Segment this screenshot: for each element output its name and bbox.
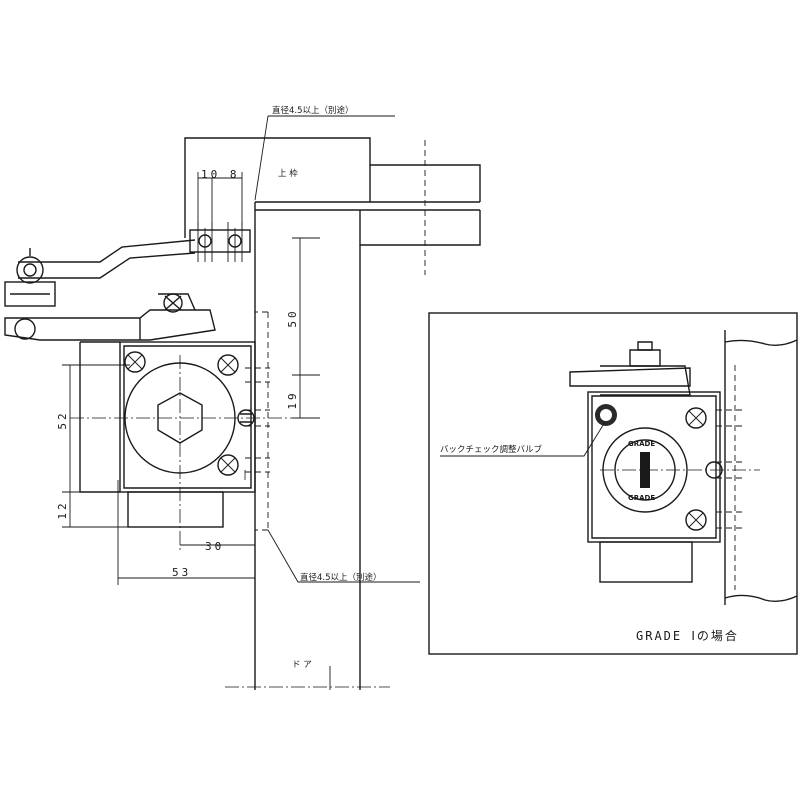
upper-frame [184,137,481,275]
closer-body [79,341,270,528]
bottom-hole-note: 直径4.5以上（別途） [300,572,382,583]
arm-bracket [189,222,251,262]
door-label: ド ア [292,660,312,670]
dim-19: 19 [286,390,299,409]
dim-10-8: 10 8 [201,168,240,181]
dim-50: 50 [286,308,299,327]
grade-text-top: GRADE [628,440,655,448]
main-arm [16,239,196,284]
door-baseline [225,666,390,690]
dim-12: 12 [56,500,69,519]
centre-lines [70,355,320,550]
lower-arm [4,281,216,341]
dim-52: 52 [56,410,69,429]
dimension-lines [62,115,420,585]
inset-panel: GRADE GRADE [428,312,798,655]
inset-caption: GRADE Ⅰの場合 [636,628,739,643]
valve-label: バックチェック調整バルブ [440,444,543,455]
dim-30: 30 [205,540,224,553]
top-hole-note: 直径4.5以上（別途） [272,105,354,116]
door-jamb [254,245,361,690]
dim-53: 53 [172,566,191,579]
grade-text-bottom: GRADE [628,494,655,502]
upper-frame-label: 上 枠 [278,168,298,179]
